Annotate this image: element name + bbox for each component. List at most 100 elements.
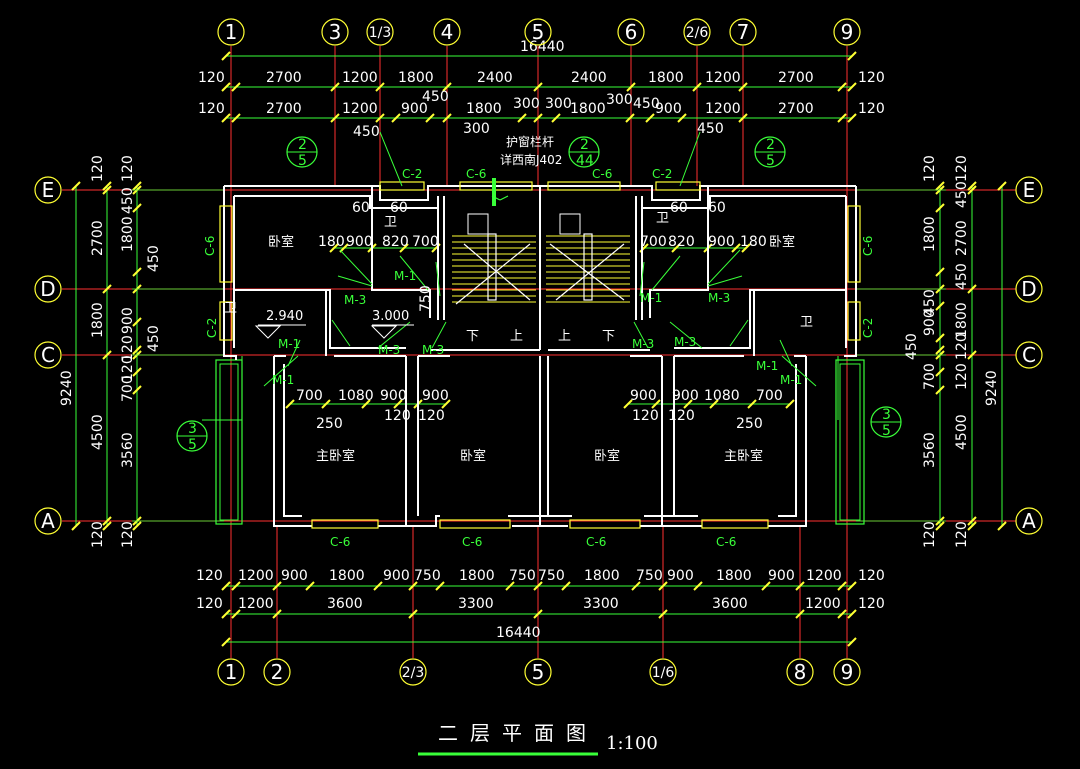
axis-top-2-circle	[366, 18, 394, 46]
dim-int-rm-0: 900	[630, 388, 657, 404]
dim-left-inner-4: 900	[120, 307, 136, 334]
dim-top-extra-2: 450	[697, 121, 724, 137]
dim-bot-row1-2: 900	[281, 568, 308, 584]
door-right-0: M-1	[640, 291, 662, 305]
dim-top-row2-line-tick-5	[425, 113, 435, 123]
dim-bot-row1-line-tick-7	[505, 581, 515, 591]
win-bot-1	[311, 519, 379, 529]
dim-bot-row2-line-tick-8	[847, 609, 857, 619]
door-swings-right	[633, 249, 817, 387]
dim-bot-row1-line-tick-16	[847, 581, 857, 591]
win-left-c6	[219, 205, 233, 283]
dim-int-lu-1: 60	[390, 200, 408, 216]
axis-left-0-circle	[34, 176, 62, 204]
dim-top-row2-line-tick-15	[847, 113, 857, 123]
dim-left-inner-6: 450	[146, 325, 162, 352]
axis-bottom-2: 2/3	[402, 665, 425, 681]
note-ref: 详西南J402	[500, 152, 562, 167]
axis-bottom-5-circle	[786, 658, 814, 686]
dim-top-row2-line-tick-8	[533, 113, 543, 123]
dim-bot-row1-9: 1800	[584, 568, 620, 584]
dim-int-ru-5: 180	[740, 234, 767, 250]
wall-stair-l-edge	[437, 196, 445, 320]
dim-left-inner-5: 120	[120, 335, 136, 362]
door-left-3: M-1	[272, 373, 294, 387]
dim-right-inner-line-tick-3	[935, 267, 945, 277]
dim-top-row1-line-tick-6	[626, 82, 636, 92]
balcony-left-outline	[215, 359, 243, 525]
dim-top-row1-5: 2400	[571, 70, 607, 86]
axis-bottom-2-circle	[399, 658, 427, 686]
detail-sheet-0: 5	[298, 153, 307, 169]
dim-right-outer-4: 120	[954, 521, 970, 548]
window-bottom-2: C-6	[586, 535, 606, 549]
axis-top-3-circle	[433, 18, 461, 46]
dim-top-row2-9: 300	[606, 92, 633, 108]
dim-bot-overall-line-tick-0	[221, 637, 231, 647]
dim-left-outer-3: 4500	[90, 414, 106, 450]
dim-int-ru-1: 60	[708, 200, 726, 216]
dim-bot-row1-3: 1800	[329, 568, 365, 584]
door-left-4: M-3	[378, 343, 400, 357]
axis-top-0: 1	[225, 20, 238, 44]
axis-top-5-circle	[617, 18, 645, 46]
dim-top-row1-line-tick-4	[442, 82, 452, 92]
dim-left-outer-2: 1800	[90, 302, 106, 338]
dim-int-rm-3: 700	[756, 388, 783, 404]
dim-top-overall-line-tick-1	[847, 51, 857, 61]
balcony-left-inner	[219, 363, 239, 521]
detail-sheet-1: 44	[576, 153, 594, 169]
win-right-c2	[847, 301, 861, 341]
dim-left-outer-line-tick-5	[102, 521, 112, 531]
axis-top-4-circle	[524, 18, 552, 46]
axis-top-6-circle	[683, 18, 711, 46]
dim-top-row2-line-tick-6	[442, 113, 452, 123]
dim-int-lu-2: 180	[318, 234, 345, 250]
dim-bot-row1-1: 1200	[238, 568, 274, 584]
level-0: 2.940	[266, 309, 303, 324]
dim-bot-row1-line-tick-13	[761, 581, 771, 591]
dim-right-inner-6: 120	[954, 333, 970, 360]
dim-bot-row1-8: 750	[538, 568, 565, 584]
dim-bot-row2-5: 3600	[712, 596, 748, 612]
dim-left-inner-line-tick-0	[132, 181, 142, 191]
axis-top-1-circle	[321, 18, 349, 46]
dim-int-lu-3: 900	[346, 234, 373, 250]
dim-bot-row1-4: 900	[383, 568, 410, 584]
dim-bot-row2-3: 3300	[458, 596, 494, 612]
dim-top-row2-2: 1200	[342, 101, 378, 117]
dim-right-outer-3: 4500	[954, 414, 970, 450]
dim-top-row1-4: 2400	[477, 70, 513, 86]
axis-left-0: E	[42, 178, 55, 202]
axis-bottom-1-circle	[263, 658, 291, 686]
dim-bot-row1-line-tick-4	[373, 581, 383, 591]
room-label-6: 主卧室	[316, 448, 355, 464]
win-left-c2	[219, 301, 233, 341]
axis-top-4: 5	[532, 20, 545, 44]
level-mark-2	[370, 325, 398, 339]
detail-num-2: 2	[766, 137, 775, 153]
dim-right-inner-line-tick-2	[935, 203, 945, 213]
dim-right-inner-line-tick-5	[935, 301, 945, 311]
dim-bot-overall: 16440	[496, 625, 541, 641]
dim-right-outer-0: 120	[954, 155, 970, 182]
dim-top-row2-11: 900	[655, 101, 682, 117]
axis-left-1-circle	[34, 275, 62, 303]
stair-box-left	[467, 213, 489, 235]
room-label-1: 卫	[384, 215, 397, 230]
stair-box-right	[559, 213, 581, 235]
dim-top-row1-8: 2700	[778, 70, 814, 86]
dim-bot-row2-0: 120	[196, 596, 223, 612]
dim-right-outer-1: 2700	[954, 220, 970, 256]
dim-top-row2-line-tick-2	[330, 113, 340, 123]
dim-int-left-upper-tick-1	[339, 243, 349, 253]
axis-bottom-0-circle	[217, 658, 245, 686]
axis-top-0-circle	[217, 18, 245, 46]
dim-top-row1-line-tick-5	[533, 82, 543, 92]
dim-left-inner-8: 700	[120, 375, 136, 402]
room-label-9: 主卧室	[724, 448, 763, 464]
dim-right-inner-5: 900	[922, 309, 938, 336]
dim-int-lm-4: 250	[316, 416, 343, 432]
